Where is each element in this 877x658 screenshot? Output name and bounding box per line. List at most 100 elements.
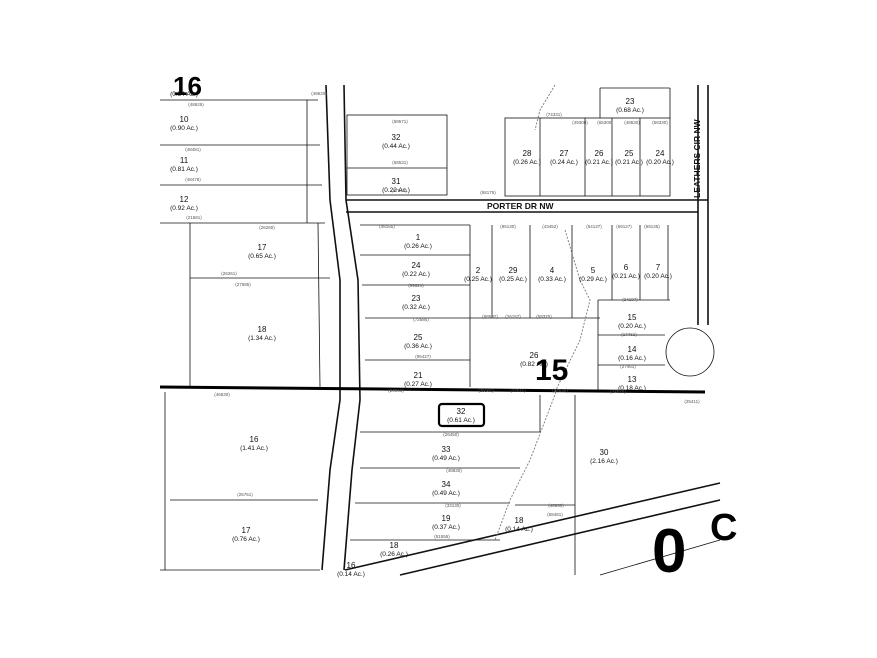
highlight-box-lot-32[interactable] — [437, 402, 486, 428]
lot-area: (0.90 Ac.) — [170, 125, 198, 132]
parcel-dimension: (26450) — [443, 432, 459, 437]
main-road — [321, 84, 361, 571]
parcel-dimension: (58175) — [480, 190, 496, 195]
west-parcels — [160, 99, 330, 388]
top-left-section-fragment: 16 — [173, 71, 202, 101]
parcel-dimension: (24525) — [610, 389, 626, 394]
lot-area: (0.81 Ac.) — [170, 166, 198, 173]
parcel-dimension: (95130) — [500, 224, 516, 229]
top-left-dim-fragment: (48625) — [188, 102, 204, 107]
middle-block-lines — [360, 224, 670, 393]
lot-area: (0.26 Ac.) — [513, 159, 541, 166]
lot-number: 4 — [550, 266, 555, 275]
parcel-dimension: (27511) — [510, 388, 526, 393]
leathers-cir-road — [665, 85, 715, 377]
lot-number: 32 — [392, 133, 401, 142]
lot-area: (0.25 Ac.) — [464, 276, 492, 283]
lot-number: 24 — [412, 261, 421, 270]
lot-area: (0.61 Ac.) — [447, 417, 475, 424]
lot-area: (0.24 Ac.) — [550, 159, 578, 166]
lot-area: (0.68 Ac.) — [616, 107, 644, 114]
lot-number: 34 — [442, 480, 451, 489]
parcel-dimension: (48155) — [379, 224, 395, 229]
parcel-dimension: (25161) — [478, 388, 494, 393]
section-label-0: 0 — [652, 517, 686, 586]
parcel-dimension: (65300) — [597, 120, 613, 125]
lot-number: 10 — [180, 115, 189, 124]
lot-number: 16 — [347, 561, 356, 570]
parcel-dimension: (33130) — [445, 503, 461, 508]
rail-line — [159, 385, 706, 394]
lot-area: (0.21 Ac.) — [585, 159, 613, 166]
porter-dr-road — [346, 199, 708, 213]
parcel-dimension: (74331) — [546, 112, 562, 117]
parcel-dimension: (48620) — [311, 91, 327, 96]
parcel-dimension: (48830) — [446, 468, 462, 473]
parcel-dimension: (26157) — [505, 314, 521, 319]
lot-number: 24 — [656, 149, 665, 158]
parcel-dimension: (67840) — [391, 188, 407, 193]
lot-number: 17 — [242, 526, 251, 535]
lot-number: 27 — [560, 149, 569, 158]
lot-number: 26 — [530, 351, 539, 360]
south-block-lines — [160, 391, 721, 576]
north-block-lines — [346, 84, 671, 197]
lot-number: 1 — [416, 233, 421, 242]
lot-number: 23 — [412, 294, 421, 303]
parcel-dimension: (26260) — [259, 225, 275, 230]
parcel-dimension: (48481) — [185, 147, 201, 152]
lot-area: (0.37 Ac.) — [432, 524, 460, 531]
lot-area: (0.14 Ac.) — [337, 571, 365, 578]
top-left-area-fragment: (0.54 Ac.) — [170, 91, 198, 98]
lot-area: (0.29 Ac.) — [579, 276, 607, 283]
section-label-15: 15 — [535, 354, 568, 387]
lot-area: (0.18 Ac.) — [618, 385, 646, 392]
section-label-fragment: C — [710, 507, 737, 549]
lot-area: (0.16 Ac.) — [618, 355, 646, 362]
parcel-dimension: (43452) — [542, 224, 558, 229]
dimension-labels: (48620)(48481)(48478)(21581)(26260)(2626… — [185, 91, 700, 539]
parcel-dimension: (46830) — [214, 392, 230, 397]
parcel-dimension: (49300) — [572, 120, 588, 125]
parcel-dimension: (58481) — [547, 512, 563, 517]
lot-number: 11 — [180, 156, 189, 165]
parcel-dimension: (25411) — [684, 399, 700, 404]
parcel-dimension: (26261) — [221, 271, 237, 276]
lot-area: (0.21 Ac.) — [612, 273, 640, 280]
lot-number: 33 — [442, 445, 451, 454]
lot-area: (0.21 Ac.) — [615, 159, 643, 166]
lot-number: 29 — [509, 266, 518, 275]
parcel-dimension: (69135) — [644, 224, 660, 229]
lot-area: (0.65 Ac.) — [248, 253, 276, 260]
lot-number: 6 — [624, 263, 629, 272]
lot-area: (0.32 Ac.) — [402, 304, 430, 311]
lot-area: (0.82 Ac.) — [520, 361, 548, 368]
parcel-dimension: (24561) — [388, 388, 404, 393]
lot-number: 23 — [626, 97, 635, 106]
lot-number: 5 — [591, 266, 596, 275]
lot-area: (0.26 Ac.) — [380, 551, 408, 558]
lot-area: (0.49 Ac.) — [432, 455, 460, 462]
parcel-dimension: (72585) — [413, 317, 429, 322]
lot-area: (0.49 Ac.) — [432, 490, 460, 497]
lot-number: 7 — [656, 263, 661, 272]
lot-area: (1.34 Ac.) — [248, 335, 276, 342]
lot-number: 16 — [250, 435, 259, 444]
lot-area: (0.33 Ac.) — [538, 276, 566, 283]
lot-area: (0.20 Ac.) — [618, 323, 646, 330]
lot-area: (0.20 Ac.) — [644, 273, 672, 280]
lot-number: 32 — [457, 407, 466, 416]
parcel-dimension: (68532) — [482, 314, 498, 319]
parcel-dimension: (17461) — [621, 332, 637, 337]
lot-area: (1.41 Ac.) — [240, 445, 268, 452]
lot-number: 14 — [628, 345, 637, 354]
parcel-dimension: (48478) — [185, 177, 201, 182]
lot-number: 28 — [523, 149, 532, 158]
lot-number: 25 — [414, 333, 423, 342]
parcel-dimension: (24107) — [622, 297, 638, 302]
lot-number: 18 — [515, 516, 524, 525]
parcel-dimension: (58571) — [392, 119, 408, 124]
lot-number: 19 — [442, 514, 451, 523]
street-label-porter-dr: PORTER DR NW — [487, 201, 555, 211]
lot-labels: 10(0.90 Ac.)11(0.81 Ac.)12(0.92 Ac.)17(0… — [170, 97, 674, 578]
